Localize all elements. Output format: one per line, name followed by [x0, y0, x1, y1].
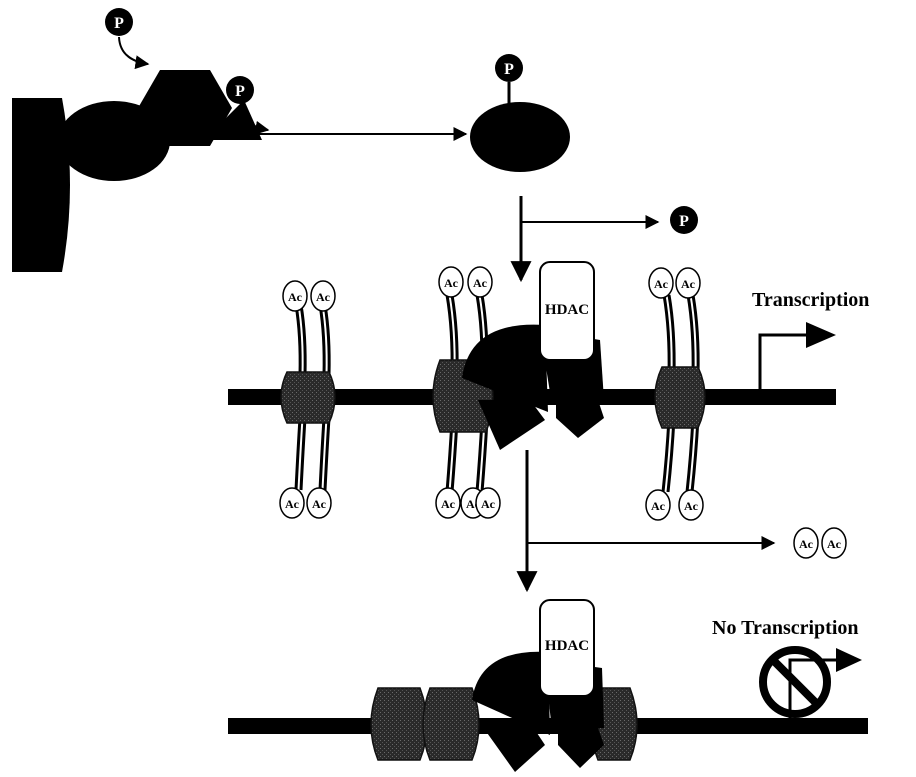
transcription-label: Transcription: [752, 289, 869, 311]
histone-left: [281, 372, 335, 423]
svg-text:Ac: Ac: [288, 290, 303, 304]
histone-bottom-1: [371, 688, 427, 760]
acetyl-group-top-right-2: Ac: [676, 268, 700, 298]
acetyl-group-bottom-center-1: Ac: [436, 488, 460, 518]
svg-text:P: P: [235, 83, 245, 100]
acetyl-group-top-center-2: Ac: [468, 267, 492, 297]
svg-text:Ac: Ac: [285, 497, 300, 511]
svg-text:Ac: Ac: [481, 497, 496, 511]
svg-text:Ac: Ac: [312, 497, 327, 511]
transcription-start-arrow: [760, 322, 836, 389]
svg-text:P: P: [679, 213, 689, 230]
no-transcription-symbol: [763, 648, 862, 718]
acetyl-group-bottom-center-3: Ac: [476, 488, 500, 518]
released-phosphate: P: [670, 206, 698, 234]
svg-text:Ac: Ac: [654, 277, 669, 291]
phosphate-group-1: P: [105, 8, 148, 64]
svg-text:Ac: Ac: [316, 290, 331, 304]
acetyl-group-top-right-1: Ac: [649, 268, 673, 298]
histone-bottom-2: [423, 688, 479, 760]
phosphorylated-protein: P: [470, 54, 570, 172]
svg-text:Ac: Ac: [444, 276, 459, 290]
svg-text:HDAC: HDAC: [545, 638, 589, 654]
acetyl-group-bottom-left-2: Ac: [307, 488, 331, 518]
receptor-membrane-shape: [12, 98, 70, 272]
acetyl-group-bottom-left-1: Ac: [280, 488, 304, 518]
svg-text:Ac: Ac: [681, 277, 696, 291]
hdac-box-middle: HDAC: [540, 262, 594, 360]
svg-text:P: P: [114, 15, 124, 32]
released-acetyl-1: Ac: [794, 528, 818, 558]
hdac-box-bottom: HDAC: [540, 600, 594, 696]
svg-text:P: P: [504, 61, 514, 78]
svg-text:Ac: Ac: [651, 499, 666, 513]
svg-text:Ac: Ac: [473, 276, 488, 290]
acetyl-group-top-left-2: Ac: [311, 281, 335, 311]
svg-text:Ac: Ac: [441, 497, 456, 511]
svg-text:Ac: Ac: [827, 537, 842, 551]
svg-text:Ac: Ac: [799, 537, 814, 551]
no-transcription-label: No Transcription: [712, 617, 859, 639]
acetyl-group-bottom-right-2: Ac: [679, 490, 703, 520]
released-acetyl-2: Ac: [822, 528, 846, 558]
acetyl-group-top-center-1: Ac: [439, 267, 463, 297]
histone-right: [655, 367, 705, 428]
acetyl-group-top-left-1: Ac: [283, 281, 307, 311]
svg-text:Ac: Ac: [684, 499, 699, 513]
acetyl-group-bottom-right-1: Ac: [646, 490, 670, 520]
membrane-receptor-complex: [12, 70, 262, 272]
svg-text:HDAC: HDAC: [545, 302, 589, 318]
